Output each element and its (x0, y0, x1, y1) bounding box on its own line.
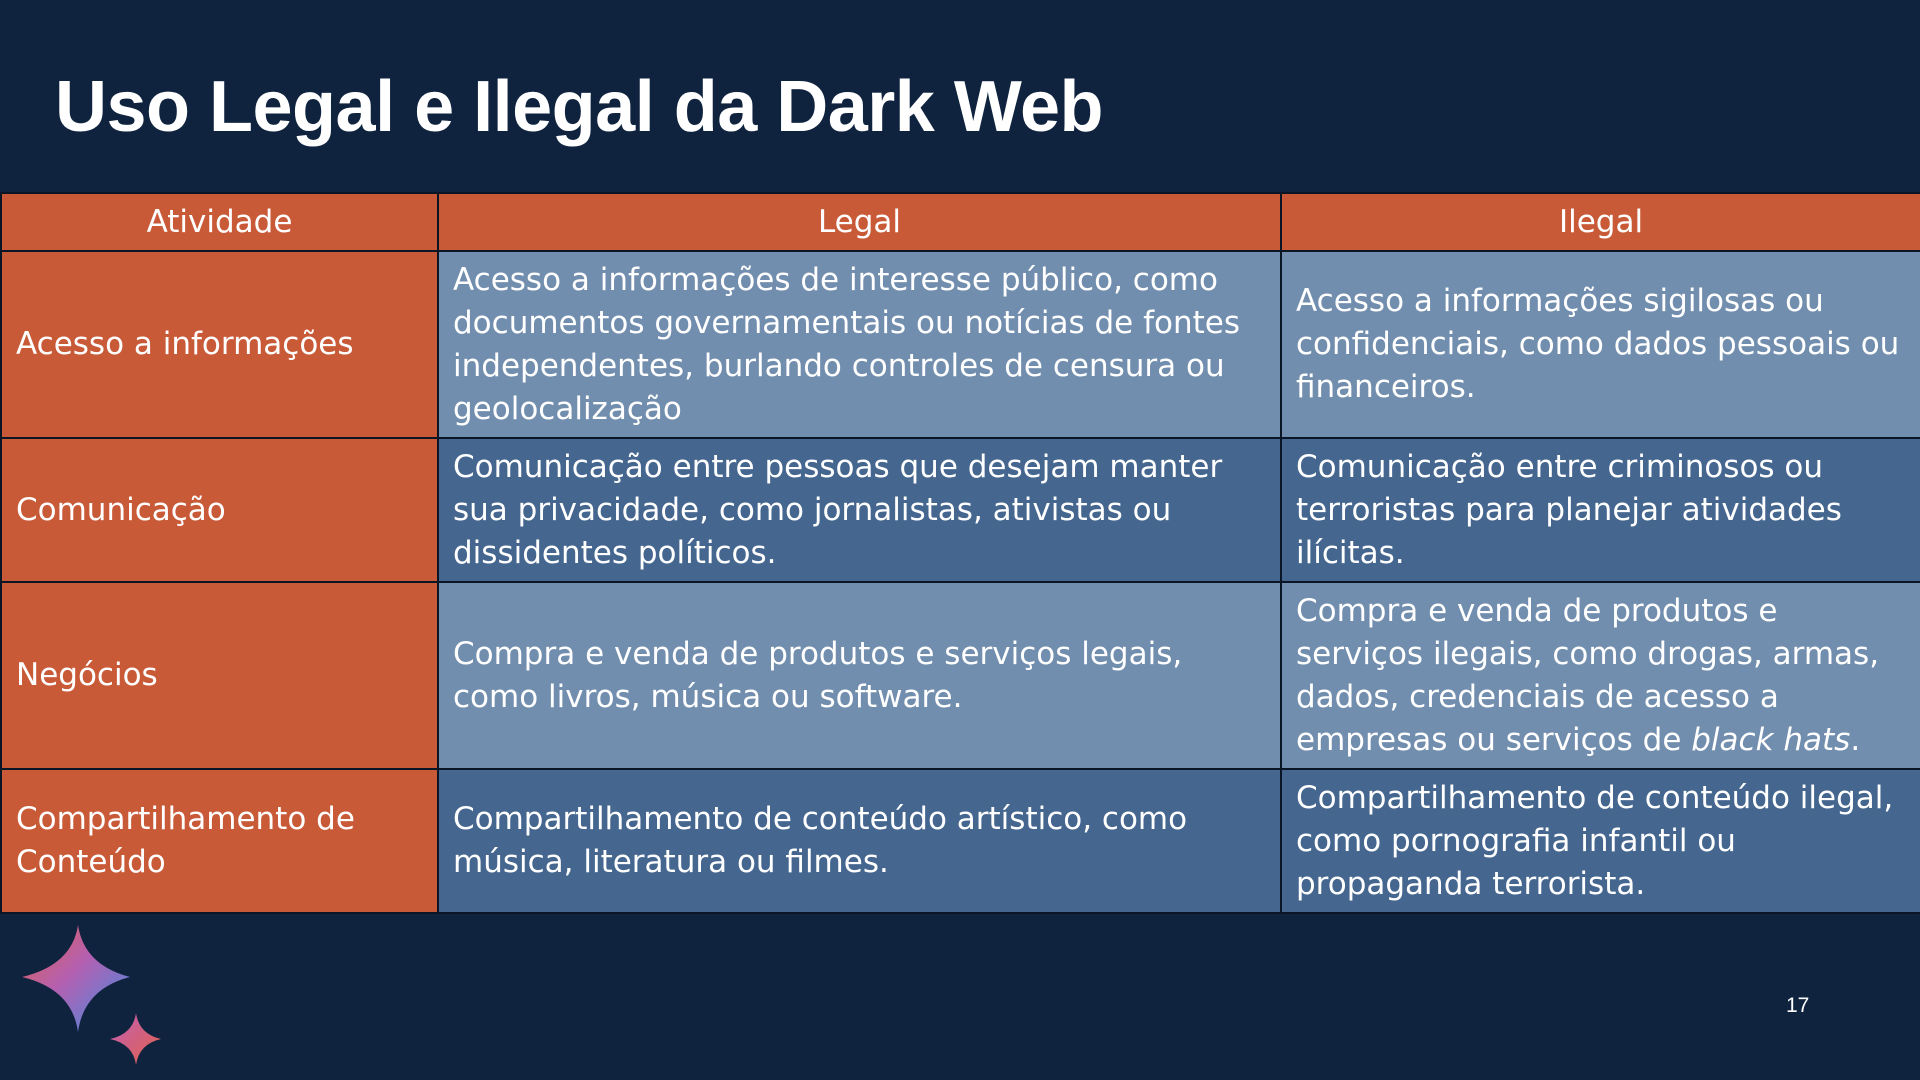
illegal-cell: Acesso a informações sigilosas ou confid… (1280, 250, 1920, 439)
legal-cell: Compra e venda de produtos e serviços le… (437, 581, 1282, 770)
table-row: Compartilhamento de Conteúdo Compartilha… (0, 768, 1920, 914)
table-row: Comunicação Comunicação entre pessoas qu… (0, 437, 1920, 583)
page-number: 17 (1786, 994, 1810, 1017)
illegal-cell: Compra e venda de produtos e serviços il… (1280, 581, 1920, 770)
slide-title: Uso Legal e Ilegal da Dark Web (55, 67, 1104, 147)
header-illegal: Ilegal (1280, 192, 1920, 252)
activity-cell: Compartilhamento de Conteúdo (0, 768, 439, 914)
illegal-emphasis: black hats (1691, 721, 1851, 758)
sparkle-icon (22, 925, 161, 1065)
activity-cell: Comunicação (0, 437, 439, 583)
legal-cell: Comunicação entre pessoas que desejam ma… (437, 437, 1282, 583)
header-legal: Legal (437, 192, 1282, 252)
activity-cell: Negócios (0, 581, 439, 770)
activity-cell: Acesso a informações (0, 250, 439, 439)
table-row: Negócios Compra e venda de produtos e se… (0, 581, 1920, 770)
legal-cell: Acesso a informações de interesse públic… (437, 250, 1282, 439)
illegal-suffix: . (1850, 721, 1861, 758)
table-header-row: Atividade Legal Ilegal (0, 192, 1920, 252)
table-row: Acesso a informações Acesso a informaçõe… (0, 250, 1920, 439)
header-activity: Atividade (0, 192, 439, 252)
illegal-cell: Compartilhamento de conteúdo ilegal, com… (1280, 768, 1920, 914)
illegal-cell: Comunicação entre criminosos ou terroris… (1280, 437, 1920, 583)
legal-cell: Compartilhamento de conteúdo artístico, … (437, 768, 1282, 914)
illegal-text: Compra e venda de produtos e serviços il… (1296, 592, 1880, 758)
comparison-table: Atividade Legal Ilegal Acesso a informaç… (0, 192, 1920, 914)
